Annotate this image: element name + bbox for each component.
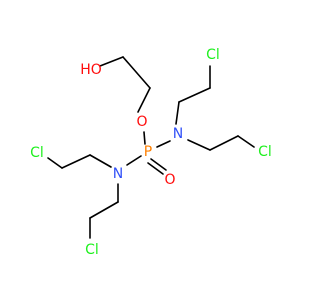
bond-c9-c10 <box>89 201 119 219</box>
bond-ho-c1 <box>99 56 124 67</box>
bond-c1-c2 <box>122 56 151 89</box>
bond-n1-c3 <box>175 101 180 125</box>
bond-c3-c4 <box>178 87 211 103</box>
atom-layer: HO O P O N N Cl Cl Cl Cl <box>30 47 272 258</box>
bond-c6-cl2 <box>237 135 255 148</box>
atom-n1: N <box>173 126 183 142</box>
bond-c7-c8 <box>61 154 91 169</box>
bond-layer <box>47 56 255 239</box>
atom-ho: HO <box>80 62 102 78</box>
atom-n2: N <box>113 166 123 182</box>
bond-p-n1 <box>156 140 171 148</box>
atom-cl3: Cl <box>30 145 44 161</box>
atom-p: P <box>144 144 152 160</box>
bond-c2-o1 <box>137 87 151 113</box>
bond-o1-p <box>143 131 146 145</box>
atom-cl2: Cl <box>258 144 272 160</box>
bond-n1-c5 <box>187 139 211 151</box>
bond-p-n2 <box>126 155 142 166</box>
atom-cl1: Cl <box>206 47 220 63</box>
bond-c8-cl3 <box>47 157 63 169</box>
atom-cl4: Cl <box>85 242 99 258</box>
bond-p-o2-b <box>147 162 164 175</box>
atom-o1: O <box>136 114 147 130</box>
bond-n2-c7 <box>89 154 112 168</box>
atom-o2: O <box>164 172 175 188</box>
bond-c5-c6 <box>209 135 239 151</box>
molecule-diagram: HO O P O N N Cl Cl Cl Cl <box>30 47 272 258</box>
bond-p-o2-a <box>150 158 167 171</box>
